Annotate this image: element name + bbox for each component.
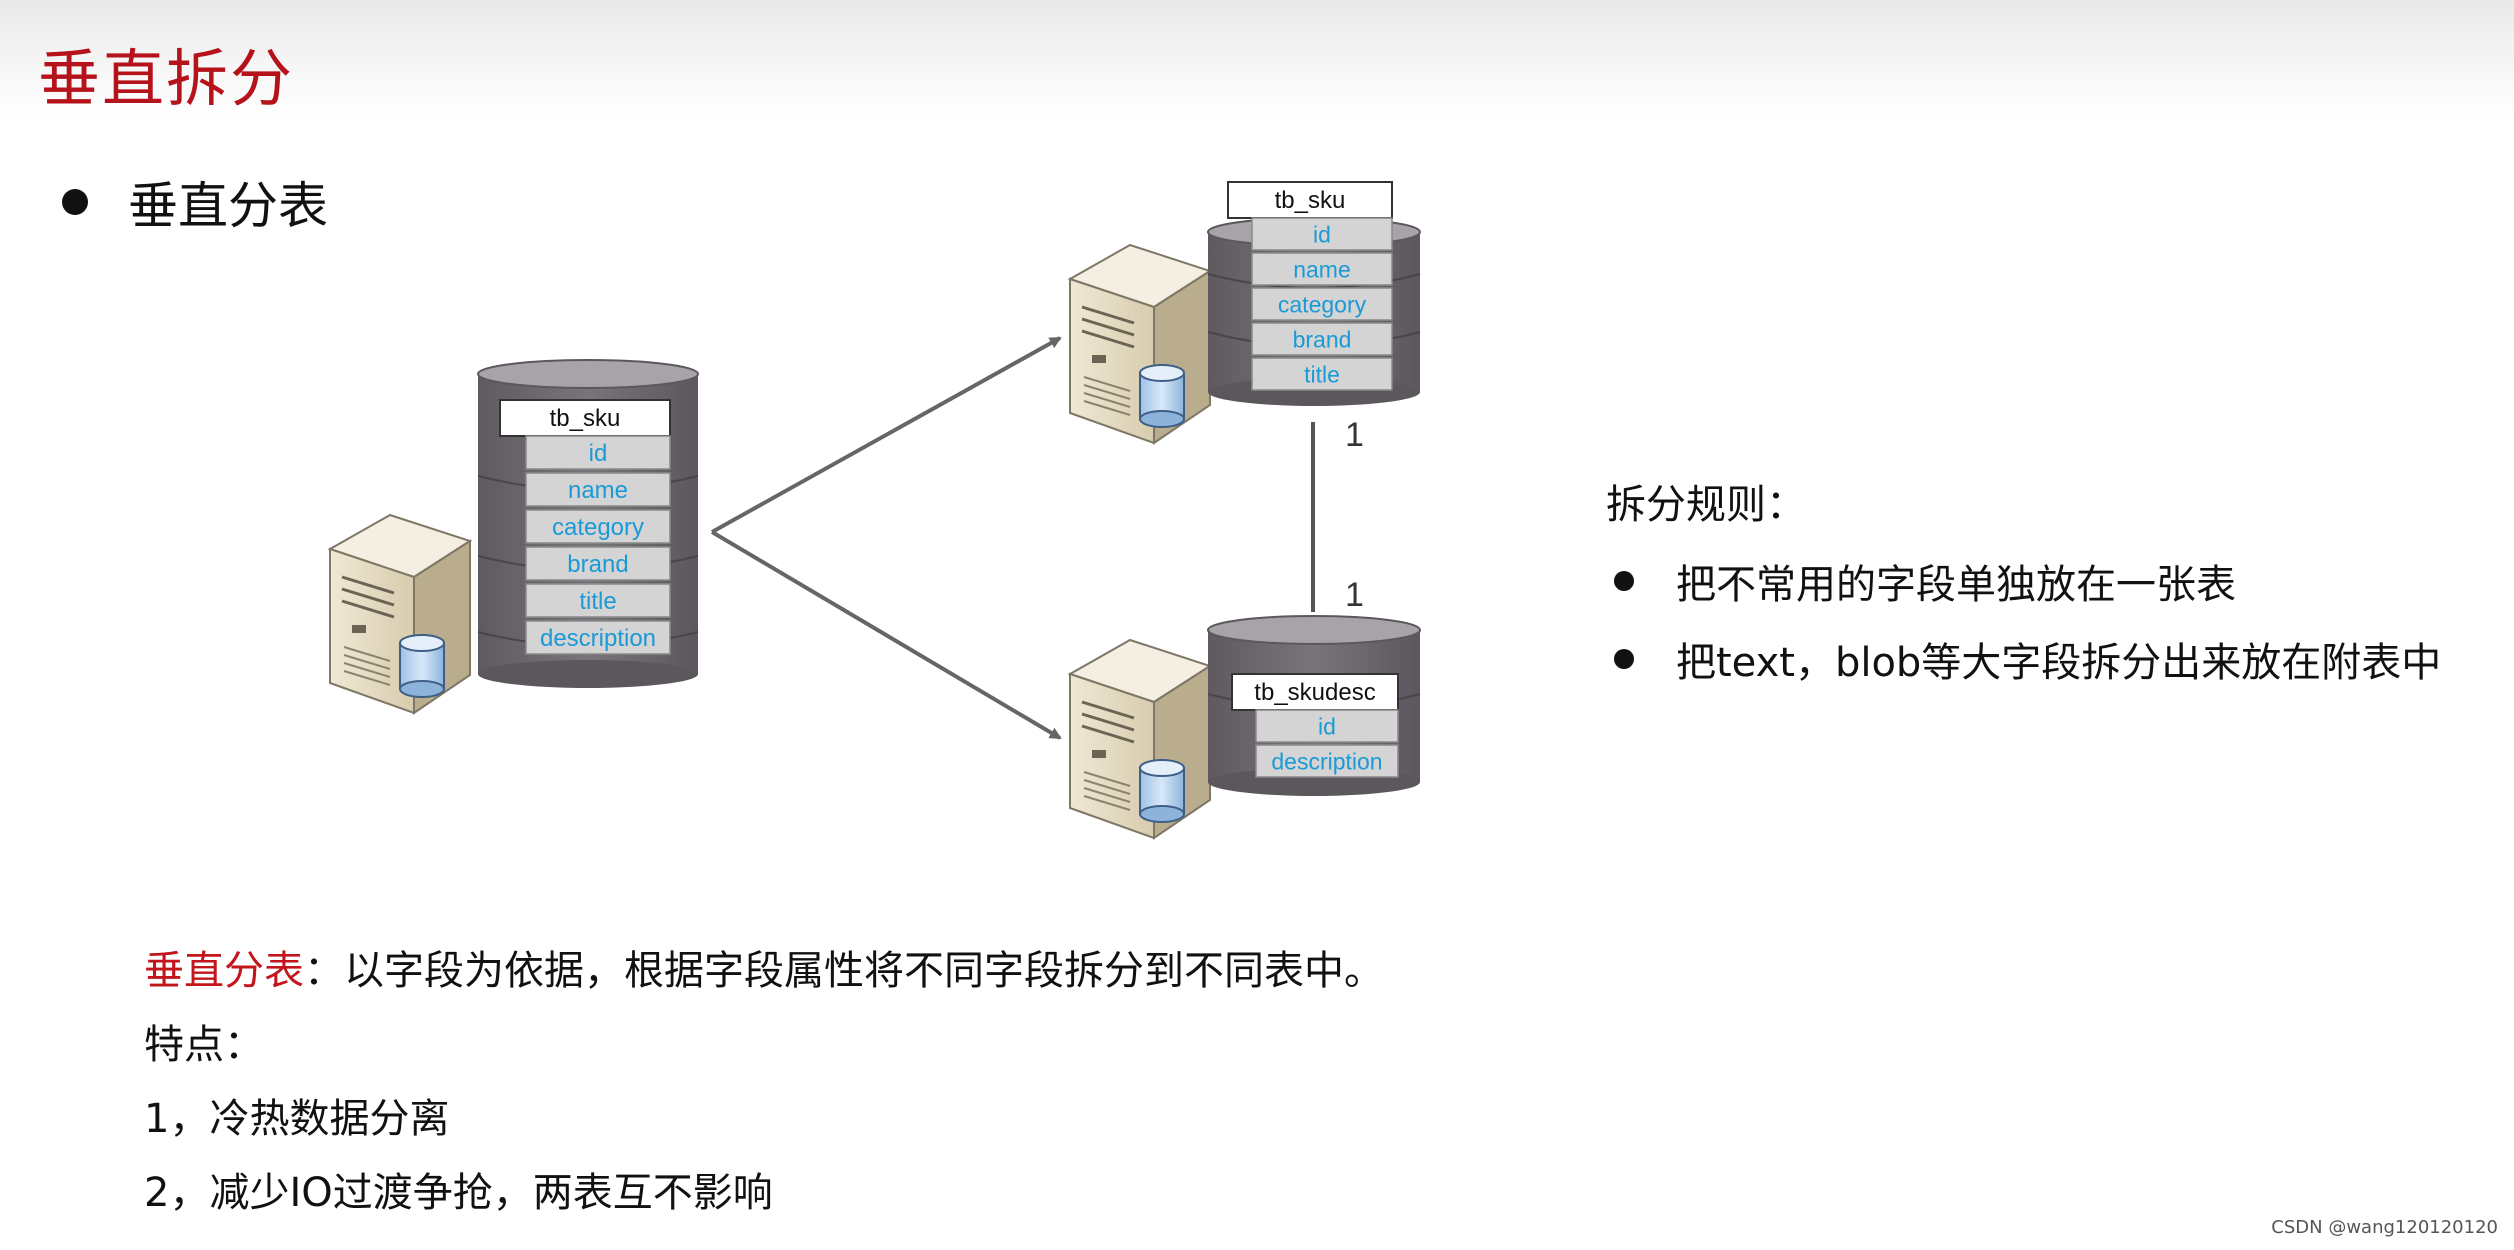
table-field-cell (1255, 709, 1399, 743)
table-field: name (568, 477, 628, 504)
rule-item-1: 把不常用的字段单独放在一张表 (1614, 552, 2236, 610)
table-name: tb_skudesc (1254, 679, 1375, 706)
table-field: brand (567, 551, 628, 578)
arrow-to-target-1 (711, 336, 1062, 534)
table-field-cell (525, 435, 671, 470)
table-header (1231, 673, 1399, 711)
table-field-cell (525, 583, 671, 618)
definition-line: 垂直分表：以字段为依据，根据字段属性将不同字段拆分到不同表中。 (144, 938, 1384, 996)
table-field-cell (1251, 217, 1393, 251)
bullet-dot-icon (1614, 649, 1634, 669)
page-title: 垂直拆分 (38, 42, 295, 115)
table-header (1227, 181, 1393, 219)
table-field: brand (1293, 326, 1352, 352)
target-server-2-icon (1067, 638, 1213, 840)
table-field: description (1271, 748, 1382, 774)
table-field-cell (1251, 322, 1393, 356)
table-field-cell (1251, 357, 1393, 391)
table-field: id (589, 440, 608, 467)
definition-text: ：以字段为依据，根据字段属性将不同字段拆分到不同表中。 (304, 948, 1384, 994)
table-field-cell (1251, 287, 1393, 321)
bullet-dot-icon (62, 189, 88, 215)
table-field: category (552, 514, 644, 541)
subtitle-text: 垂直分表 (128, 177, 328, 235)
relation-label-top: 1 (1345, 416, 1364, 454)
table-field: description (540, 625, 656, 652)
features-title: 特点： (144, 1022, 264, 1068)
table-field-cell (525, 620, 671, 655)
rule-text: 把text，blob等大字段拆分出来放在附表中 (1676, 640, 2442, 686)
table-field: id (1318, 713, 1336, 739)
target-server-1-icon (1067, 243, 1213, 445)
feature-item-1: 1，冷热数据分离 (144, 1096, 450, 1142)
bullet-dot-icon (1614, 571, 1634, 591)
watermark: CSDN @wang120120120 (2271, 1217, 2498, 1238)
table-field-cell (525, 509, 671, 544)
table-field: title (1304, 361, 1340, 387)
subtitle-row: 垂直分表 (62, 166, 328, 238)
rule-item-2: 把text，blob等大字段拆分出来放在附表中 (1614, 630, 2441, 688)
table-field-cell (525, 546, 671, 581)
rule-text: 把不常用的字段单独放在一张表 (1676, 562, 2236, 608)
arrow-to-target-2 (710, 530, 1062, 740)
table-name: tb_sku (550, 405, 621, 432)
table-field: id (1313, 221, 1331, 247)
feature-item-2: 2，减少IO过渡争抢，两表互不影响 (144, 1170, 773, 1216)
table-field-cell (1255, 744, 1399, 778)
source-server-icon (327, 513, 473, 715)
relation-label-bottom: 1 (1345, 576, 1364, 614)
header-bar (0, 0, 2514, 120)
table-name: tb_sku (1275, 187, 1346, 214)
table-field: category (1278, 291, 1367, 317)
definition-term: 垂直分表 (144, 948, 304, 994)
rules-title: 拆分规则： (1606, 482, 1806, 528)
table-field: name (1293, 256, 1351, 282)
table-field-cell (1251, 252, 1393, 286)
table-field-cell (525, 472, 671, 507)
table-field: title (579, 588, 616, 615)
